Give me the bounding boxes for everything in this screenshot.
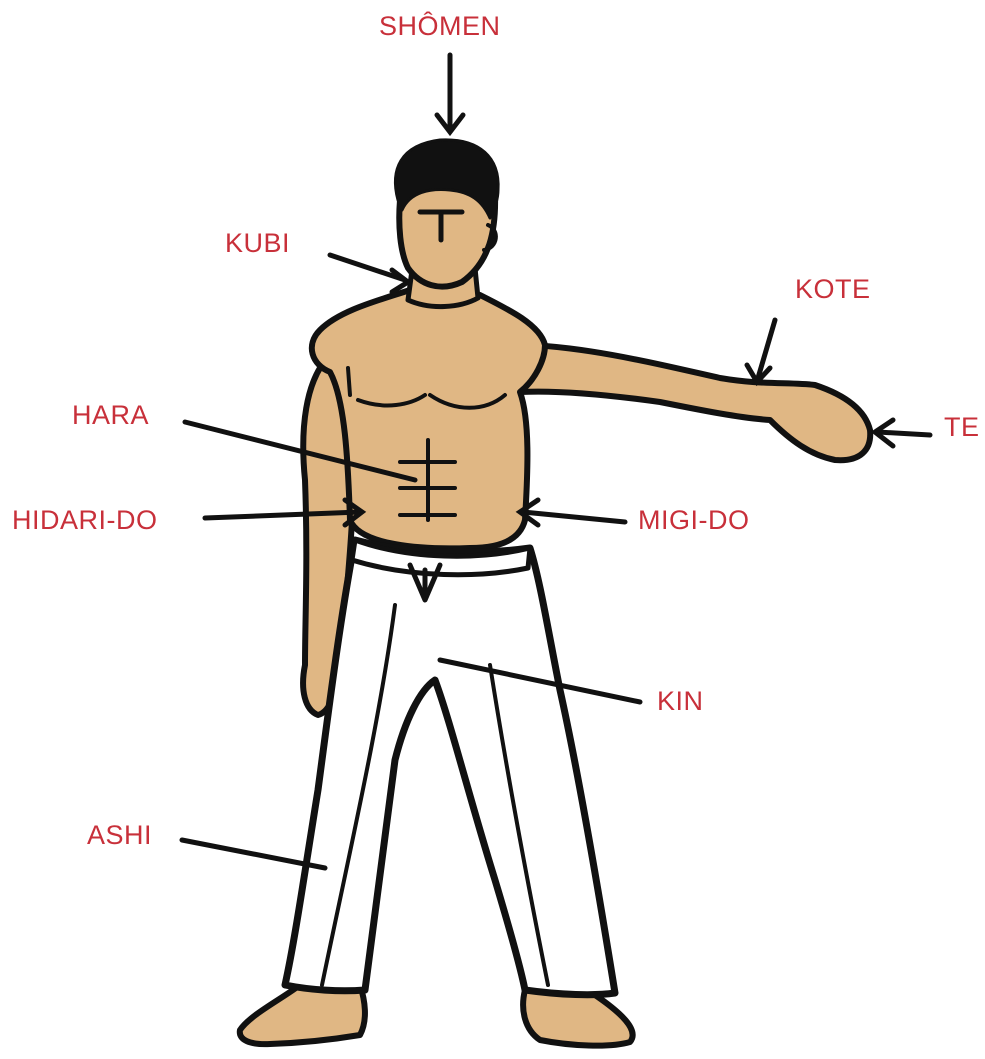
label-hara: HARA — [72, 402, 149, 429]
ashi-pointer-line — [182, 840, 325, 868]
label-te: TE — [944, 414, 980, 441]
shoulder-line — [348, 368, 350, 395]
label-kin: KIN — [657, 688, 704, 715]
label-migi-do: MIGI-DO — [638, 507, 750, 534]
right-foot — [523, 990, 633, 1046]
kubi-pointer-line — [330, 255, 405, 280]
te-arrow-line — [878, 432, 930, 435]
label-shomen: SHÔMEN — [379, 13, 501, 40]
label-hidari-do: HIDARI-DO — [12, 507, 158, 534]
migi-do-pointer-line — [523, 512, 625, 522]
label-ashi: ASHI — [87, 822, 152, 849]
label-kote: KOTE — [795, 276, 871, 303]
label-kubi: KUBI — [225, 230, 290, 257]
